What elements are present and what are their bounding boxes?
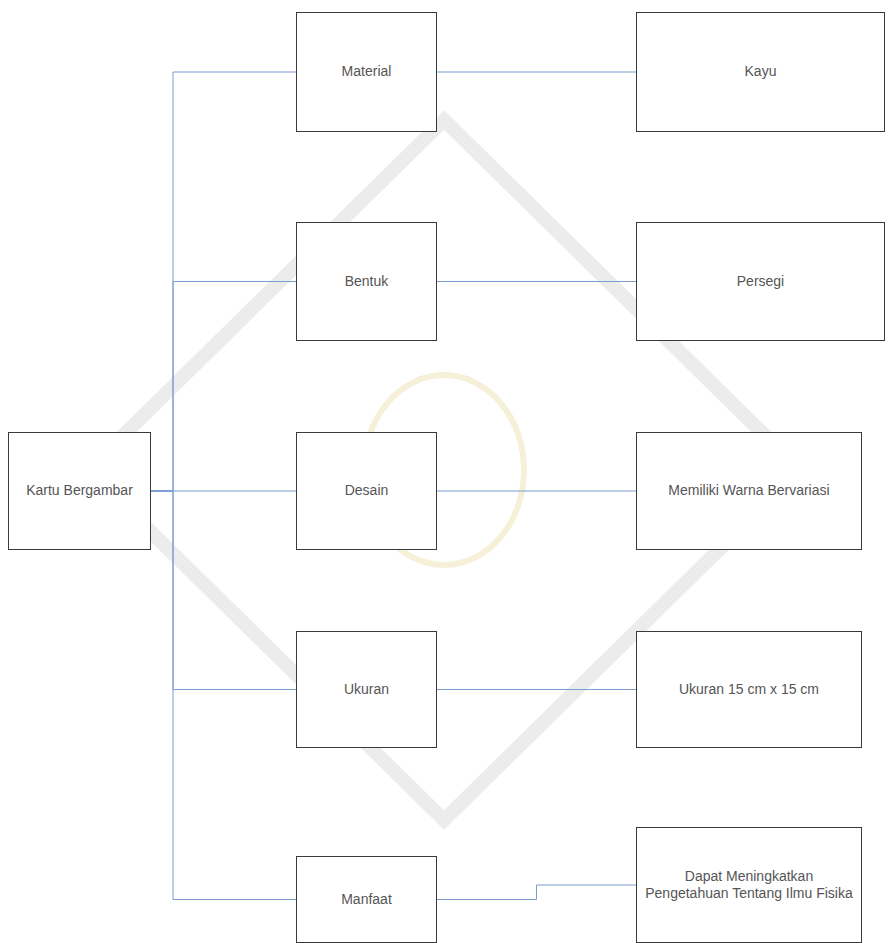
- box-label: Manfaat: [341, 891, 392, 909]
- category-box: Ukuran: [296, 631, 437, 748]
- connector-line: [151, 72, 296, 491]
- value-box: Memiliki Warna Bervariasi: [636, 432, 862, 550]
- box-label: Desain: [345, 482, 389, 500]
- connector-line: [437, 491, 636, 492]
- box-label: Ukuran 15 cm x 15 cm: [679, 681, 819, 699]
- category-box: Desain: [296, 432, 437, 550]
- box-label: Persegi: [737, 273, 784, 291]
- value-box: Dapat Meningkatkan Pengetahuan Tentang I…: [636, 827, 862, 943]
- category-box: Material: [296, 12, 437, 132]
- value-box: Persegi: [636, 222, 885, 341]
- box-label: Ukuran: [344, 681, 389, 699]
- value-box: Ukuran 15 cm x 15 cm: [636, 631, 862, 748]
- box-label: Material: [342, 63, 392, 81]
- connector-line: [437, 885, 636, 900]
- category-box: Bentuk: [296, 222, 437, 341]
- connector-line: [151, 491, 296, 900]
- value-box: Kayu: [636, 12, 885, 132]
- connector-line: [437, 281, 636, 282]
- connector-line: [151, 282, 296, 492]
- connector-line: [437, 72, 636, 73]
- box-label: Dapat Meningkatkan Pengetahuan Tentang I…: [645, 868, 853, 903]
- category-box: Manfaat: [296, 856, 437, 943]
- box-label: Bentuk: [345, 273, 389, 291]
- box-label: Kayu: [745, 63, 777, 81]
- box-label: Kartu Bergambar: [26, 482, 133, 500]
- box-label: Memiliki Warna Bervariasi: [668, 482, 829, 500]
- root-box: Kartu Bergambar: [8, 432, 151, 550]
- connector-line: [437, 689, 636, 690]
